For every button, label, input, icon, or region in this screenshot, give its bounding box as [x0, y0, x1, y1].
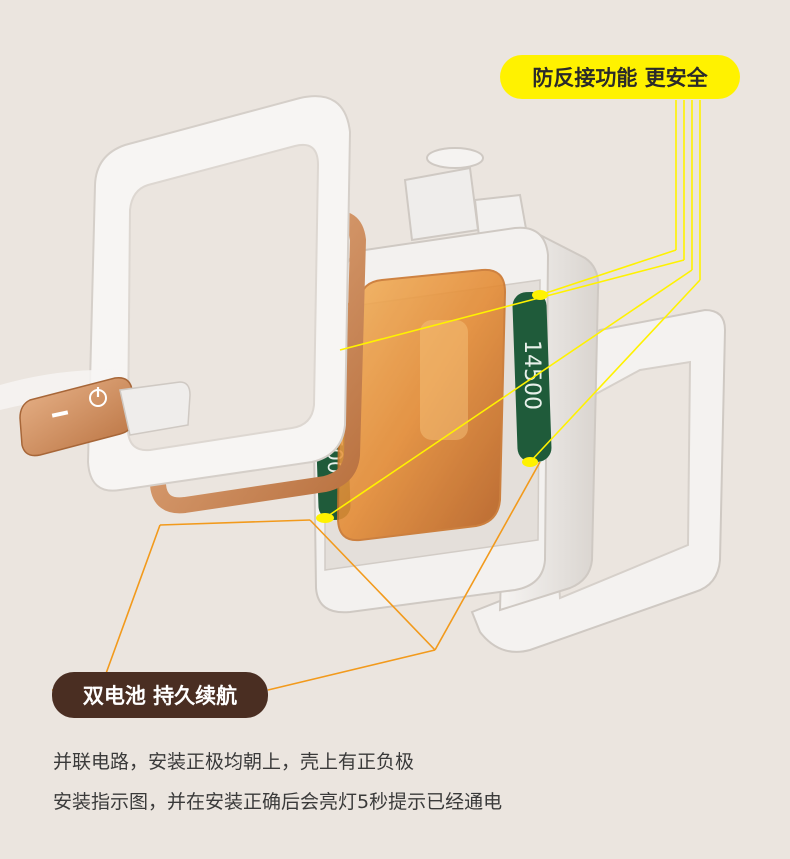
dual-battery-badge: 双电池 持久续航: [52, 672, 268, 718]
battery-label: 14500: [519, 340, 544, 410]
contact-point-markers: [316, 290, 548, 523]
caption-line-2: 安装指示图，并在安装正确后会亮灯5秒提示已经通电: [53, 791, 503, 813]
mount-clip-left: [403, 166, 480, 242]
switch-module: [0, 369, 191, 457]
product-illustration: 14500 14500: [0, 55, 740, 718]
power-icon: [89, 387, 107, 407]
reverse-protection-leader-lines: [324, 100, 701, 519]
battery-right: 14500: [512, 291, 552, 463]
reverse-protection-badge: 防反接功能 更安全: [500, 55, 740, 99]
caption-line-1: 并联电路，安装正极均朝上，壳上有正负极: [53, 751, 415, 773]
dual-battery-leader-lines: [52, 461, 541, 691]
exploded-view-svg: 14500 14500: [0, 95, 727, 691]
